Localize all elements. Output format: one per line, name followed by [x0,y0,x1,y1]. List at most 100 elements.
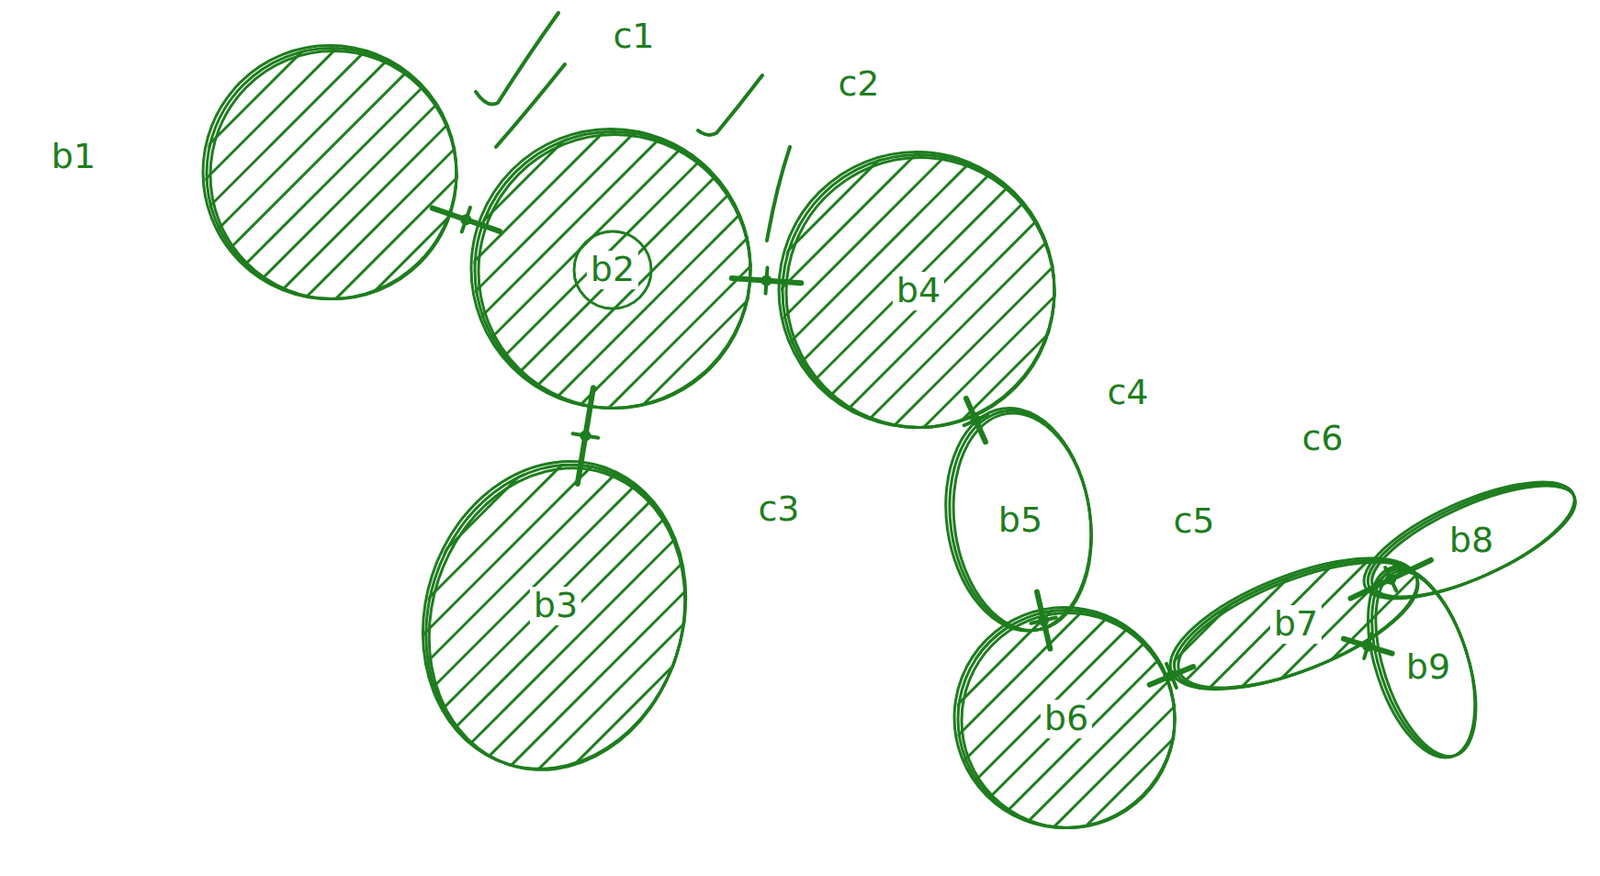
outline-stroke [202,45,457,300]
hatch-line [510,116,860,466]
outline-stroke [478,135,751,409]
block-circle: b8 [1365,483,1578,599]
hatch-line [1007,93,1361,447]
block-outline [36,46,460,305]
hatch-line [589,422,980,812]
hatch-line [1260,116,1600,466]
hatch-line [890,522,1094,727]
hatch-line [183,422,574,812]
block-label: b4 [892,271,945,311]
hatch-line [1264,522,1469,727]
hatching [0,422,1386,812]
hatch-line [664,93,1017,447]
hatch-line [39,93,393,447]
outline-stroke [387,430,725,804]
hatch-line [882,93,1236,447]
hatch-line [1108,572,1403,867]
outline-stroke [1353,461,1589,620]
hatch-line [1166,116,1516,466]
hatch-line [1077,572,1372,867]
outline-stroke [206,48,457,300]
hatch-line [515,572,810,867]
hatch-line [0,422,230,812]
hatch-line [851,93,1205,447]
hatch-line [75,10,406,341]
block-label: b9 [1402,648,1454,688]
hatch-line [0,10,157,341]
hatching [796,522,1600,727]
hatch-line [289,93,643,447]
hatch-line [246,422,636,812]
check-mark [495,64,565,147]
hatch-line [371,422,761,812]
check-mark-group [475,12,790,241]
hatch-line [90,422,480,812]
hatch-line [0,422,293,812]
cut-vertex [760,275,772,287]
block-label: b1 [47,137,100,177]
cut-vertex-label: c6 [1297,419,1347,459]
hatch-line [573,116,923,466]
hatch-line [1010,116,1360,466]
hatch-line [952,572,1247,867]
outline-stroke [1158,533,1433,715]
hatching [515,572,1600,867]
hatch-line [913,93,1267,447]
hatch-line [8,93,361,447]
outline-stroke [778,152,1055,429]
hatch-line [827,522,1032,727]
outline-stroke [939,404,1105,640]
outline-stroke [1358,463,1589,620]
hatch-line [354,116,704,466]
hatch-line [695,93,1048,447]
hatch-line [726,93,1080,447]
cut-vertex-label: c4 [1103,373,1152,413]
cut-vertex [460,214,472,226]
hatch-line [1041,116,1391,466]
hatch-line [0,10,250,341]
hatch-line [1295,572,1590,867]
hatch-line [262,10,594,341]
hatch-line [577,572,872,867]
block-circle: b5 [948,408,1093,633]
outline-stroke [1347,553,1497,771]
hatch-line [416,116,767,466]
hatch-line [916,116,1266,466]
hatch-line [820,93,1173,447]
outline-stroke [1153,531,1433,718]
hatch-line [1545,522,1600,727]
block-label: b3 [529,586,582,626]
hatch-line [1420,522,1600,727]
hatch-line [757,93,1111,447]
outline-stroke [474,132,751,409]
hatch-line [133,93,486,447]
hatch-line [356,10,688,341]
check-mark [698,75,763,136]
hatch-line [1322,116,1600,466]
hatch-line [1264,572,1559,867]
outline-stroke [1162,536,1434,714]
hatch-line [921,572,1216,867]
hatch-line [339,422,730,812]
hatch-line [418,10,750,341]
hatching [0,93,1361,447]
hatch-line [229,116,579,466]
hatch-line [214,422,605,812]
hatch-line [0,422,386,812]
hatch-line [921,522,1126,727]
hatch-line [539,93,892,447]
hatch-line [983,522,1188,727]
hatch-line [608,572,903,867]
hatch-line [1233,572,1528,867]
hatch-line [666,116,1016,466]
hatch-line [976,93,1330,447]
block-circle: b3 [422,459,689,776]
outline-stroke [957,610,1175,829]
hatch-line [601,93,955,447]
hatch-line [27,422,417,812]
outline-stroke [471,129,751,409]
outline-stroke [935,401,1105,641]
hatch-line [387,10,719,341]
hatch-line [635,116,985,466]
